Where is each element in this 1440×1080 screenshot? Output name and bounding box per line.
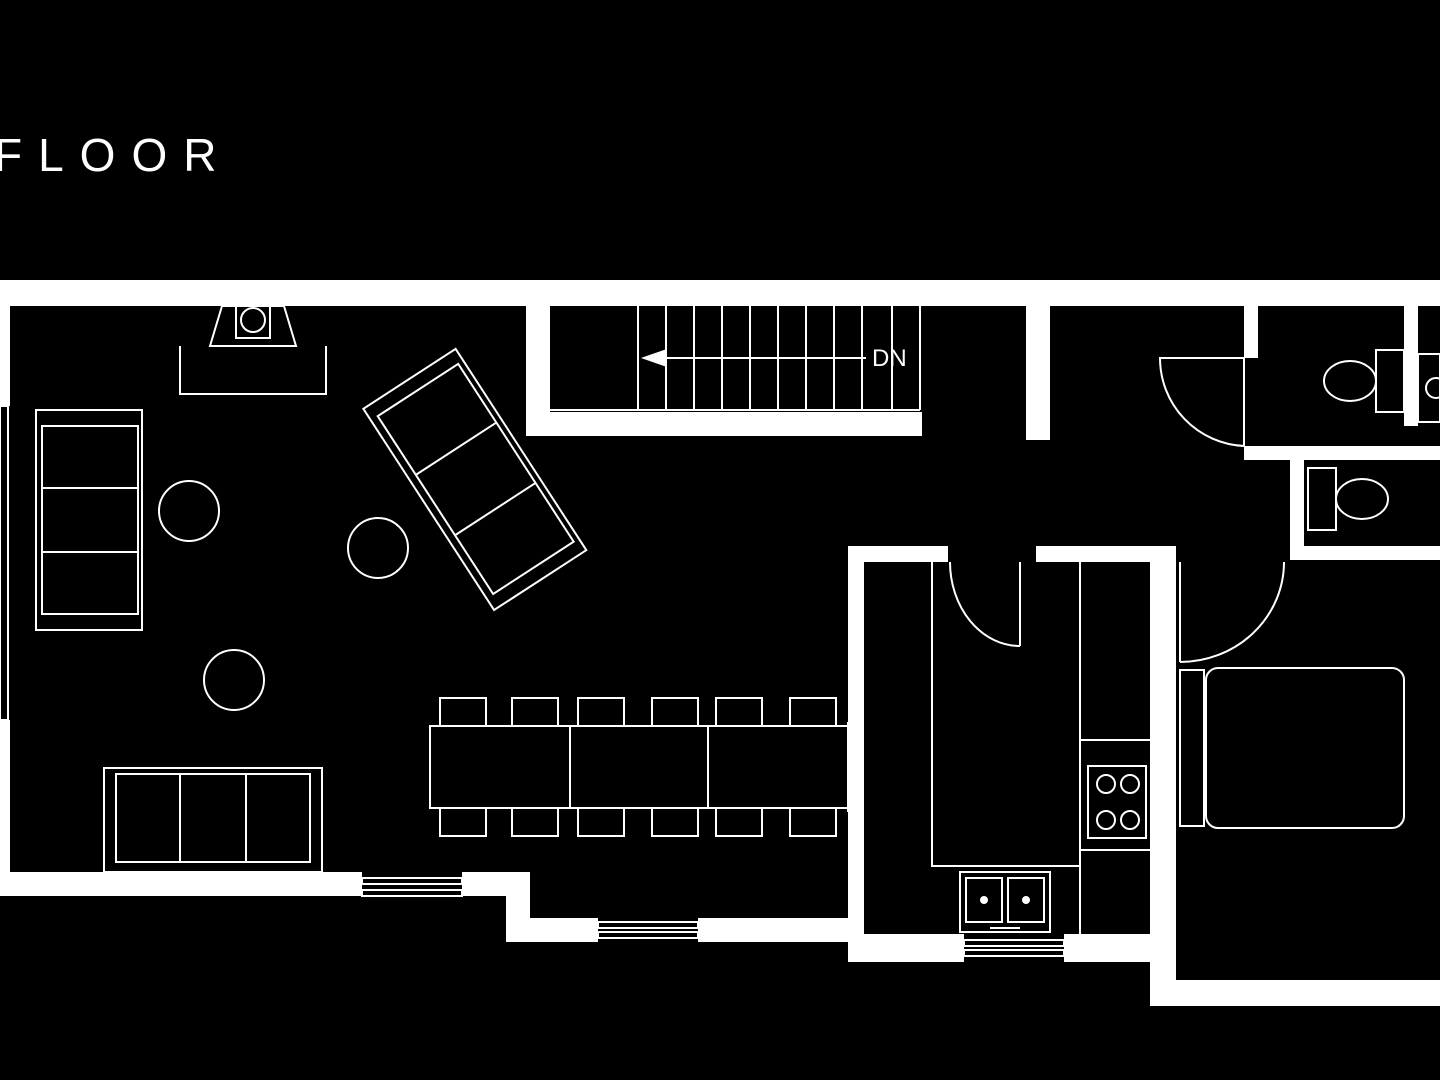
floor-label: FLOOR	[0, 129, 233, 181]
sofa-angled	[361, 347, 588, 612]
side-table-3	[203, 649, 265, 711]
walls	[0, 280, 1440, 1006]
side-table-1	[158, 480, 220, 542]
kitchen	[931, 561, 1150, 934]
toilet-lower	[1307, 467, 1389, 531]
sink-upper	[1417, 353, 1440, 423]
side-table-2	[347, 517, 409, 579]
staircase	[550, 306, 921, 411]
stair-direction-label: DN	[872, 345, 907, 372]
dining-chairs	[439, 697, 837, 837]
sofa-left	[35, 409, 143, 631]
cooktop	[1087, 765, 1147, 839]
dining-table	[429, 722, 857, 812]
toilet-upper	[1323, 349, 1405, 413]
sofa-bottom	[103, 767, 323, 873]
windows	[0, 405, 1065, 957]
bed	[1179, 667, 1405, 829]
bedroom-door	[1179, 561, 1285, 663]
bathroom-door	[1158, 357, 1245, 448]
kitchen-sink	[959, 871, 1051, 933]
fireplace	[179, 305, 327, 395]
